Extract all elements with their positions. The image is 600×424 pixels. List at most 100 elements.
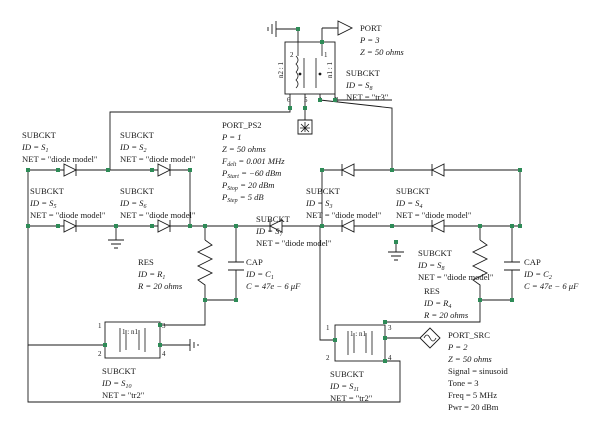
svg-text:NET = "diode model": NET = "diode model" [30,210,105,220]
svg-text:SUBCKT: SUBCKT [30,186,65,196]
s8-pin1: 1 [324,51,328,59]
resistor-r1[interactable] [196,239,214,300]
svg-text:3: 3 [162,322,166,330]
svg-text:ID = S7: ID = S7 [255,226,283,238]
label-s2: SUBCKT ID = S2 NET = "diode model" [119,130,195,164]
svg-text:R = 20 ohms: R = 20 ohms [423,310,469,320]
diode-s7[interactable] [268,219,283,233]
svg-text:NET = "diode model": NET = "diode model" [256,238,331,248]
svg-text:NET = "diode model": NET = "diode model" [120,210,195,220]
svg-text:ID = S4: ID = S4 [395,198,422,210]
svg-text:ID = S2: ID = S2 [119,142,146,154]
svg-text:1: 1 [326,324,330,332]
svg-text:2: 2 [98,350,102,358]
ground-top [267,21,299,42]
svg-text:SUBCKT: SUBCKT [330,369,365,379]
svg-text:ID = R4: ID = R4 [423,298,451,310]
svg-text:NET = "diode model": NET = "diode model" [418,272,493,282]
svg-text:SUBCKT: SUBCKT [418,248,453,258]
resistor-r4[interactable] [471,239,489,300]
svg-text:Z = 50 ohms: Z = 50 ohms [222,144,266,154]
svg-text:C = 47e − 6 μF: C = 47e − 6 μF [524,281,579,291]
label-s4: SUBCKT ID = S4 NET = "diode model" [395,186,471,220]
svg-text:ID = S8: ID = S8 [417,260,444,272]
label-res4: RES ID = R4 R = 20 ohms [423,286,469,320]
svg-text:ID = S11: ID = S11 [329,381,359,393]
ground-right [388,242,404,261]
svg-text:R = 20 ohms: R = 20 ohms [137,281,183,291]
port-top-p: P = 3 [359,35,380,45]
svg-text:ID = R1: ID = R1 [137,269,165,281]
ground-s10 [189,339,199,351]
svg-text:SUBCKT: SUBCKT [102,366,137,376]
s8-title: SUBCKT [346,68,381,78]
svg-text:ID = S1: ID = S1 [21,142,48,154]
s8-id: ID = S [345,80,370,90]
svg-text:NET = "diode model": NET = "diode model" [22,154,97,164]
label-s3: SUBCKT ID = S3 NET = "diode model" [305,186,381,220]
diode-s4b[interactable] [430,219,445,233]
label-s7: SUBCKT ID = S7 NET = "diode model" [255,214,331,248]
svg-text:P = 2: P = 2 [447,342,468,352]
diode-s3[interactable] [340,163,355,177]
svg-text:SUBCKT: SUBCKT [120,130,155,140]
svg-text:PStart = −60 dBm: PStart = −60 dBm [221,168,281,180]
svg-text:PStep = 5 dB: PStep = 5 dB [221,192,264,204]
svg-text:RES: RES [424,286,440,296]
transformer-s11[interactable]: 1 : n1 1 3 2 4 [326,324,392,362]
svg-text:P = 1: P = 1 [221,132,242,142]
capacitor-c2[interactable] [504,226,520,284]
s8-net: NET = "tr3" [346,92,388,102]
svg-text:Pwr = 20 dBm: Pwr = 20 dBm [448,402,499,412]
svg-text:ID = S10: ID = S10 [101,378,131,390]
svg-text:ID = S3: ID = S3 [305,198,332,210]
s8-pin2: 2 [290,51,294,59]
label-s5: SUBCKT ID = S5 NET = "diode model" [29,186,105,220]
svg-text:CAP: CAP [524,257,541,267]
label-port-ps2: PORT_PS2 P = 1 Z = 50 ohms Fdelt = 0.001… [221,120,285,204]
svg-text:PORT_PS2: PORT_PS2 [222,120,262,130]
s8-ratio-left: n2 : 1 [277,62,285,78]
label-s10: SUBCKT ID = S10 NET = "tr2" [101,366,144,400]
svg-text:Z = 50 ohms: Z = 50 ohms [448,354,492,364]
svg-text:NET = "tr2": NET = "tr2" [102,390,144,400]
svg-text:Fdelt = 0.001 MHz: Fdelt = 0.001 MHz [221,156,285,168]
capacitor-c1[interactable] [228,226,244,284]
s11-ratio: 1 : n1 [350,330,366,338]
svg-text:NET = "diode model": NET = "diode model" [306,210,381,220]
svg-text:NET = "tr2": NET = "tr2" [330,393,372,403]
diode-s3b[interactable] [340,219,355,233]
svg-text:3: 3 [388,324,392,332]
svg-text:RES: RES [138,257,154,267]
svg-text:SUBCKT: SUBCKT [256,214,291,224]
svg-text:SUBCKT: SUBCKT [396,186,431,196]
svg-text:CAP: CAP [246,257,263,267]
port-top[interactable]: PORT P = 3 Z = 50 ohms [321,20,404,57]
port-src-title: PORT_SRC [448,330,490,340]
ground-left [108,226,124,249]
port-top-z: Z = 50 ohms [360,47,404,57]
port-src[interactable]: PORT_SRC P = 2 Z = 50 ohms Signal = sinu… [419,327,508,412]
svg-text:Freq = 5 MHz: Freq = 5 MHz [448,390,497,400]
diode-s6[interactable] [157,219,172,233]
svg-text:1: 1 [98,322,102,330]
s8-id-sub: 8 [369,86,372,92]
label-s1: SUBCKT ID = S1 NET = "diode model" [21,130,97,164]
diode-s5[interactable] [63,219,78,233]
svg-text:Tone = 3: Tone = 3 [448,378,479,388]
diode-s2[interactable] [157,163,172,177]
diode-s1[interactable] [63,163,78,177]
label-res1: RES ID = R1 R = 20 ohms [137,257,183,291]
svg-text:SUBCKT: SUBCKT [120,186,155,196]
label-s11: SUBCKT ID = S11 NET = "tr2" [329,369,372,403]
svg-text:PStop = 20 dBm: PStop = 20 dBm [221,180,275,192]
diode-s4[interactable] [430,163,445,177]
svg-text:ID = S8: ID = S8 [345,80,372,92]
transformer-s10[interactable]: 1 : n1 1 3 2 4 [98,321,166,359]
svg-text:NET = "diode model": NET = "diode model" [120,154,195,164]
label-s9: SUBCKT ID = S8 NET = "diode model" [417,248,493,282]
transformer-s8[interactable]: 2 1 6 5 4 3 n2 : 1 n1 : 1 SUBCKT ID = S8… [277,41,388,108]
label-s6: SUBCKT ID = S6 NET = "diode model" [119,186,195,220]
s10-ratio: 1 : n1 [122,328,138,336]
svg-text:2: 2 [326,354,330,362]
